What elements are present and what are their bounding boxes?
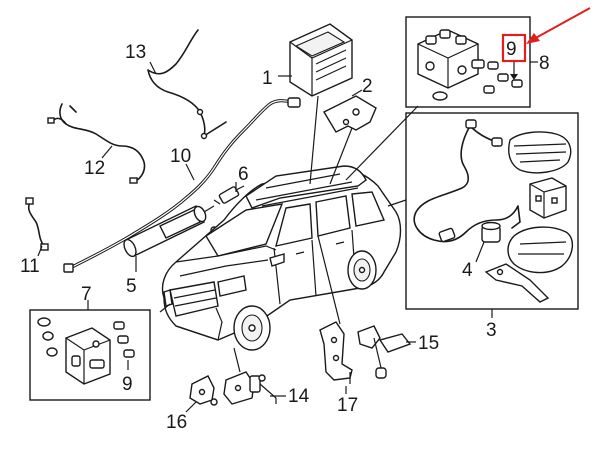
callout-4: 4 [462,260,473,281]
callout-9-left: 9 [122,374,133,395]
leader-10 [185,163,195,181]
part-11-sensor-lead [25,197,49,251]
highlight-box-9 [501,33,527,63]
leader-module-to-car [309,95,319,185]
callout-16: 16 [166,412,187,433]
callout-15: 15 [418,333,439,354]
part-7-compressor [37,317,111,385]
part-8-valve-block [417,29,485,101]
vehicle-body [161,165,402,351]
leader-14-to-car [233,347,241,373]
box-7 [29,309,151,401]
callout-17: 17 [337,395,358,416]
part-15-height-sensor [357,325,412,379]
highlight-pointer-line [531,7,591,41]
callout-1: 1 [262,68,273,89]
leader-16 [185,401,197,413]
callout-10: 10 [170,146,191,167]
callout-2: 2 [362,76,373,97]
leader-17-to-car [317,235,341,325]
callout-9-highlighted: 9 [506,39,517,60]
part-3-harness-kit [413,119,573,303]
callout-12: 12 [84,158,105,179]
part-13-harness [147,29,227,140]
leader-11 [37,245,43,257]
arrow-9-top [510,74,518,80]
leader-bracket-to-car [329,127,353,185]
part-12-harness [47,103,146,184]
part-5-air-strut [123,205,218,258]
part-2-bracket [323,95,377,133]
leader-box3-to-car [387,199,407,207]
part-14-height-sensor [223,371,277,405]
callout-6: 6 [238,164,249,185]
callout-11: 11 [20,256,40,277]
part-17-bracket [319,321,353,384]
part-9-fittings-left [113,321,135,358]
part-10-cable [63,97,301,273]
callout-3: 3 [486,320,497,341]
callout-5: 5 [126,276,137,297]
leader-13 [149,61,157,75]
callout-8: 8 [539,53,550,74]
leader-12 [101,145,113,159]
part-16-bracket [189,375,218,406]
part-1-control-module [289,23,353,97]
highlight-arrowhead [526,33,540,44]
callout-14: 14 [288,386,310,407]
callout-7: 7 [81,284,92,305]
leader-box7-to-car [159,303,171,313]
callout-13: 13 [125,42,146,63]
part-6-sensor [213,185,245,205]
leader-4 [475,241,485,263]
leader-2 [351,89,363,97]
part-4-cylinder [481,221,501,243]
part-9-fittings-top [483,61,523,94]
